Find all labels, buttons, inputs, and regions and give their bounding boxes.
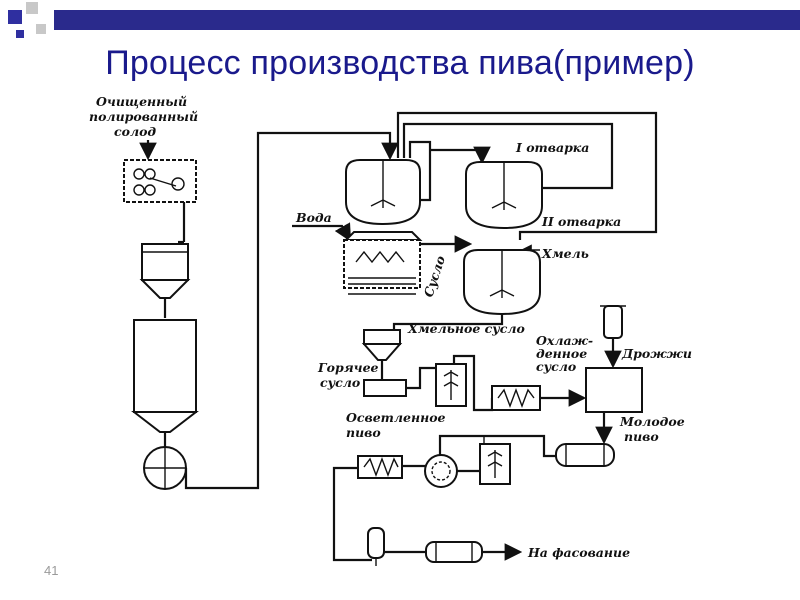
hopped-wort-label: Хмельное сусло (407, 321, 525, 336)
hot-wort-tank (363, 379, 407, 397)
lager-to-filter (438, 434, 556, 458)
young-beer-label-2: пиво (624, 429, 659, 444)
to-first-boiler (430, 146, 491, 165)
lager-tank (555, 443, 615, 467)
page-number: 41 (44, 563, 59, 578)
loop-line (408, 140, 432, 202)
malt-label-2: полированный (89, 109, 198, 124)
bottling-buffer-tank (425, 541, 483, 563)
beer-filter (479, 443, 511, 485)
malt-mill (123, 159, 197, 203)
clarified-beer-label-1: Осветленное (346, 410, 446, 425)
lauter-tun (343, 231, 423, 295)
cooled-wort-label-3: сусло (536, 359, 576, 374)
bright-beer-column (367, 527, 385, 566)
mash-kettle (345, 159, 421, 226)
header-square-gray-2 (36, 24, 46, 34)
hot-wort-label-1: Горячее (317, 360, 379, 375)
water-label: Вода (295, 210, 332, 225)
fermentation-tank (585, 367, 643, 413)
second-boil-label: II отварка (541, 214, 621, 229)
hop-separator (361, 329, 403, 361)
yeast-vessel (600, 305, 626, 339)
return-line-outer (396, 111, 658, 240)
crusher-to-mash-line (184, 131, 399, 490)
hops-label: Хмель (541, 246, 589, 261)
malt-storage-bin (131, 319, 199, 433)
header-square-blue-2 (16, 30, 24, 38)
malt-label-1: Очищенный (96, 94, 187, 109)
whirlpool-tank (435, 363, 467, 407)
header-square-blue-1 (8, 10, 22, 24)
to-bottling-label: На фасование (527, 545, 630, 560)
hopped-wort-line (392, 314, 504, 330)
malt-label-3: солод (114, 124, 156, 139)
wort-cooler (491, 385, 541, 411)
wort-label: Сусло (421, 254, 448, 299)
clarified-beer-label-2: пиво (346, 425, 381, 440)
beer-cooler (357, 455, 403, 479)
malt-hopper (139, 243, 191, 299)
second-boiler (463, 249, 541, 316)
young-beer-label-1: Молодое (619, 414, 685, 429)
malt-crusher (143, 446, 187, 490)
first-boil-label: I отварка (515, 140, 589, 155)
header-square-gray-1 (26, 2, 38, 14)
hot-wort-label-2: сусло (320, 375, 360, 390)
water-in-arrow (292, 222, 352, 242)
to-final-tank (332, 466, 372, 562)
to-whirlpool (406, 366, 436, 390)
centrifuge (424, 454, 458, 488)
cooled-wort-label-1: Охлаж- (536, 333, 593, 348)
header-bar (54, 10, 800, 30)
first-boiler (465, 161, 543, 230)
cooled-wort-label-2: денное (536, 346, 587, 361)
return-line-first-boil (402, 122, 614, 190)
slide-title: Процесс производства пива(пример) (105, 44, 695, 82)
yeast-label: Дрожжи (621, 346, 692, 361)
